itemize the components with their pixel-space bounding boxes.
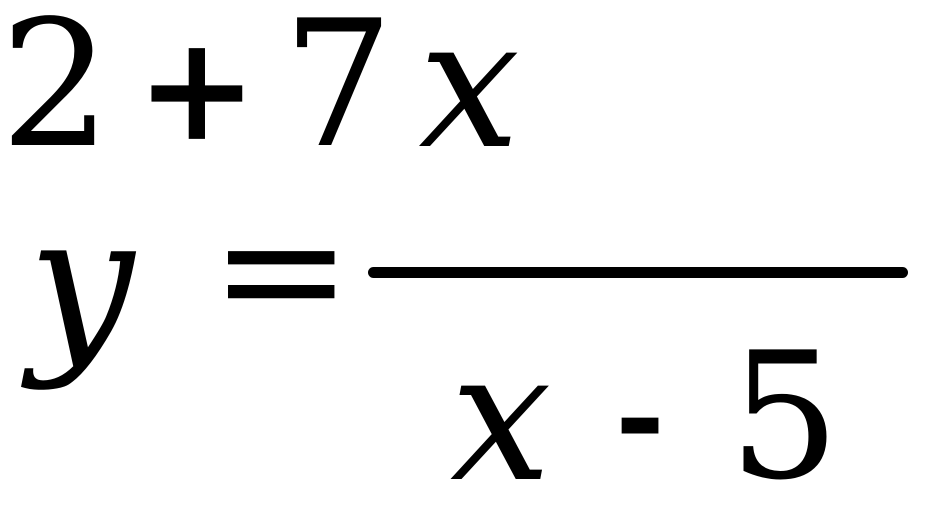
denominator-constant: 5 <box>728 316 840 519</box>
fraction-numerator: 2 + 7 x <box>0 0 520 187</box>
numerator-variable: x <box>418 0 520 189</box>
equals-sign: = <box>210 171 353 369</box>
numerator-constant: 2 <box>0 0 112 187</box>
fraction-bar <box>368 267 908 278</box>
equation-lhs-variable: y <box>28 174 135 393</box>
numerator-coefficient: 7 <box>282 0 394 187</box>
minus-operator: - <box>615 345 665 487</box>
fraction-denominator: x - 5 <box>450 327 840 507</box>
denominator-variable: x <box>450 312 552 522</box>
plus-operator: + <box>136 3 258 174</box>
